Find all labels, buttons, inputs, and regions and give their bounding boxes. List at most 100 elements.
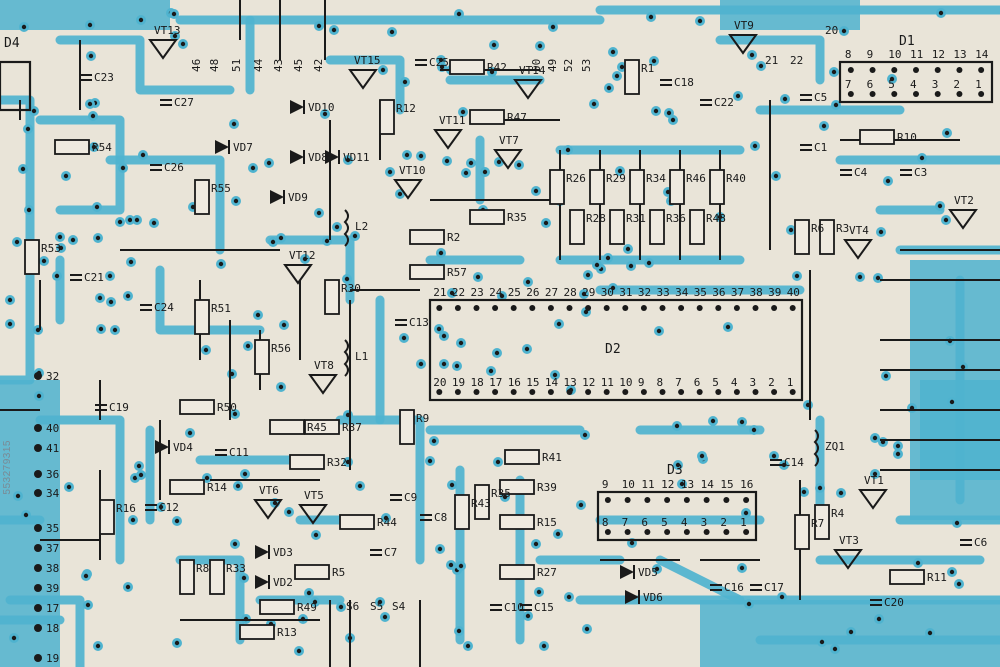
connector-pin — [34, 564, 42, 572]
pad-hole — [938, 10, 944, 16]
chip-pin — [743, 497, 750, 503]
chip-pin-number: 10 — [619, 376, 632, 389]
capacitor-label: C9 — [404, 491, 417, 504]
resistor-body — [499, 479, 535, 495]
pad-hole — [779, 594, 785, 600]
pad-hole — [536, 589, 542, 595]
chip-pin-number: 6 — [867, 78, 874, 91]
chip-pin — [891, 91, 898, 97]
chip-pin — [869, 67, 876, 73]
pad-hole — [525, 613, 531, 619]
chip-pin — [624, 529, 631, 535]
resistor-body — [409, 264, 445, 280]
pad-hole — [383, 515, 389, 521]
pad-hole — [132, 475, 138, 481]
resistor-label: R49 — [297, 601, 317, 614]
resistor-label: R27 — [537, 566, 557, 579]
chip-pin-number: 9 — [867, 48, 874, 61]
capacitor-label: C19 — [109, 401, 129, 414]
pad-hole — [136, 463, 142, 469]
pad-hole — [316, 23, 322, 29]
chip-pin — [934, 67, 941, 73]
pad-hole — [171, 11, 177, 17]
pad-hole — [915, 560, 921, 566]
pad-hole — [533, 541, 539, 547]
resistor-label: R43 — [471, 497, 491, 510]
pad-hole — [524, 346, 530, 352]
pad-hole — [286, 509, 292, 515]
pad-hole — [751, 427, 757, 433]
pad-hole — [782, 96, 788, 102]
chip-pin-number: 8 — [845, 48, 852, 61]
resistor-label: R46 — [686, 172, 706, 185]
transistor-label: VT7 — [499, 134, 519, 147]
copper-area — [0, 380, 60, 667]
pad-hole — [250, 165, 256, 171]
pad-hole — [788, 227, 794, 233]
pad-hole — [302, 256, 308, 262]
resistor-label: R3 — [836, 222, 849, 235]
chip-pin-number: 13 — [681, 478, 694, 491]
pad-hole — [125, 584, 131, 590]
connector-pin — [34, 544, 42, 552]
pad-hole — [628, 263, 634, 269]
copper-trace — [35, 415, 125, 565]
connector-pin-label: 51 — [230, 59, 243, 72]
transistor-label: VT12 — [289, 249, 316, 262]
resistor-label: R31 — [626, 212, 646, 225]
connector-pin-label: 49 — [546, 59, 559, 72]
pad-hole — [895, 451, 901, 457]
resistor-body — [499, 564, 535, 580]
pad-hole — [619, 64, 625, 70]
pad-hole — [241, 575, 247, 581]
chip-pin — [492, 389, 499, 395]
chip-pin — [644, 529, 651, 535]
diode-symbol — [325, 150, 339, 164]
chip-pin — [678, 305, 685, 311]
copper-area — [920, 380, 1000, 480]
transistor-symbol — [728, 34, 758, 55]
pad-hole — [436, 326, 442, 332]
resistor-body — [169, 479, 205, 495]
chip-pin — [696, 305, 703, 311]
chip-pin — [659, 305, 666, 311]
chip-pin-number: 12 — [582, 376, 595, 389]
resistor-label: R5 — [332, 566, 345, 579]
pad-hole — [344, 276, 350, 282]
resistor-body — [24, 239, 40, 275]
diode-symbol — [255, 575, 269, 589]
resistor-label: R36 — [666, 212, 686, 225]
chip-pin — [789, 305, 796, 311]
pad-hole — [583, 309, 589, 315]
pad-hole — [20, 166, 26, 172]
chip-pin-number: 4 — [731, 376, 738, 389]
chip-d4-label: D4 — [4, 36, 20, 51]
chip-d2-outline — [428, 298, 804, 402]
connector-pin-label: S4 — [392, 600, 406, 613]
connector-pin-label: 35 — [46, 522, 59, 535]
chip-pin — [752, 389, 759, 395]
pad-hole — [180, 41, 186, 47]
connector-pin-label: 50 — [530, 59, 543, 72]
resistor-body — [569, 209, 585, 245]
resistor-label: R56 — [271, 342, 291, 355]
chip-pin-number: 3 — [932, 78, 939, 91]
pad-hole — [458, 563, 464, 569]
chip-pin-number: 7 — [675, 376, 682, 389]
pad-hole — [449, 482, 455, 488]
resistor-label: R8 — [196, 562, 209, 575]
connector-pin-label: 46 — [190, 59, 203, 72]
chip-pin-number: 30 — [601, 286, 614, 299]
pad-hole — [31, 108, 37, 114]
pad-hole — [949, 569, 955, 575]
chip-pin-number: 1 — [787, 376, 794, 389]
chip-pin — [891, 67, 898, 73]
transistor-label: VT11 — [439, 114, 466, 127]
pad-hole — [357, 483, 363, 489]
resistor-body — [449, 59, 485, 75]
pad-hole — [306, 590, 312, 596]
pad-hole — [943, 217, 949, 223]
resistor-label: R45 — [307, 421, 327, 434]
diode-symbol — [625, 590, 639, 604]
pad-hole — [578, 502, 584, 508]
